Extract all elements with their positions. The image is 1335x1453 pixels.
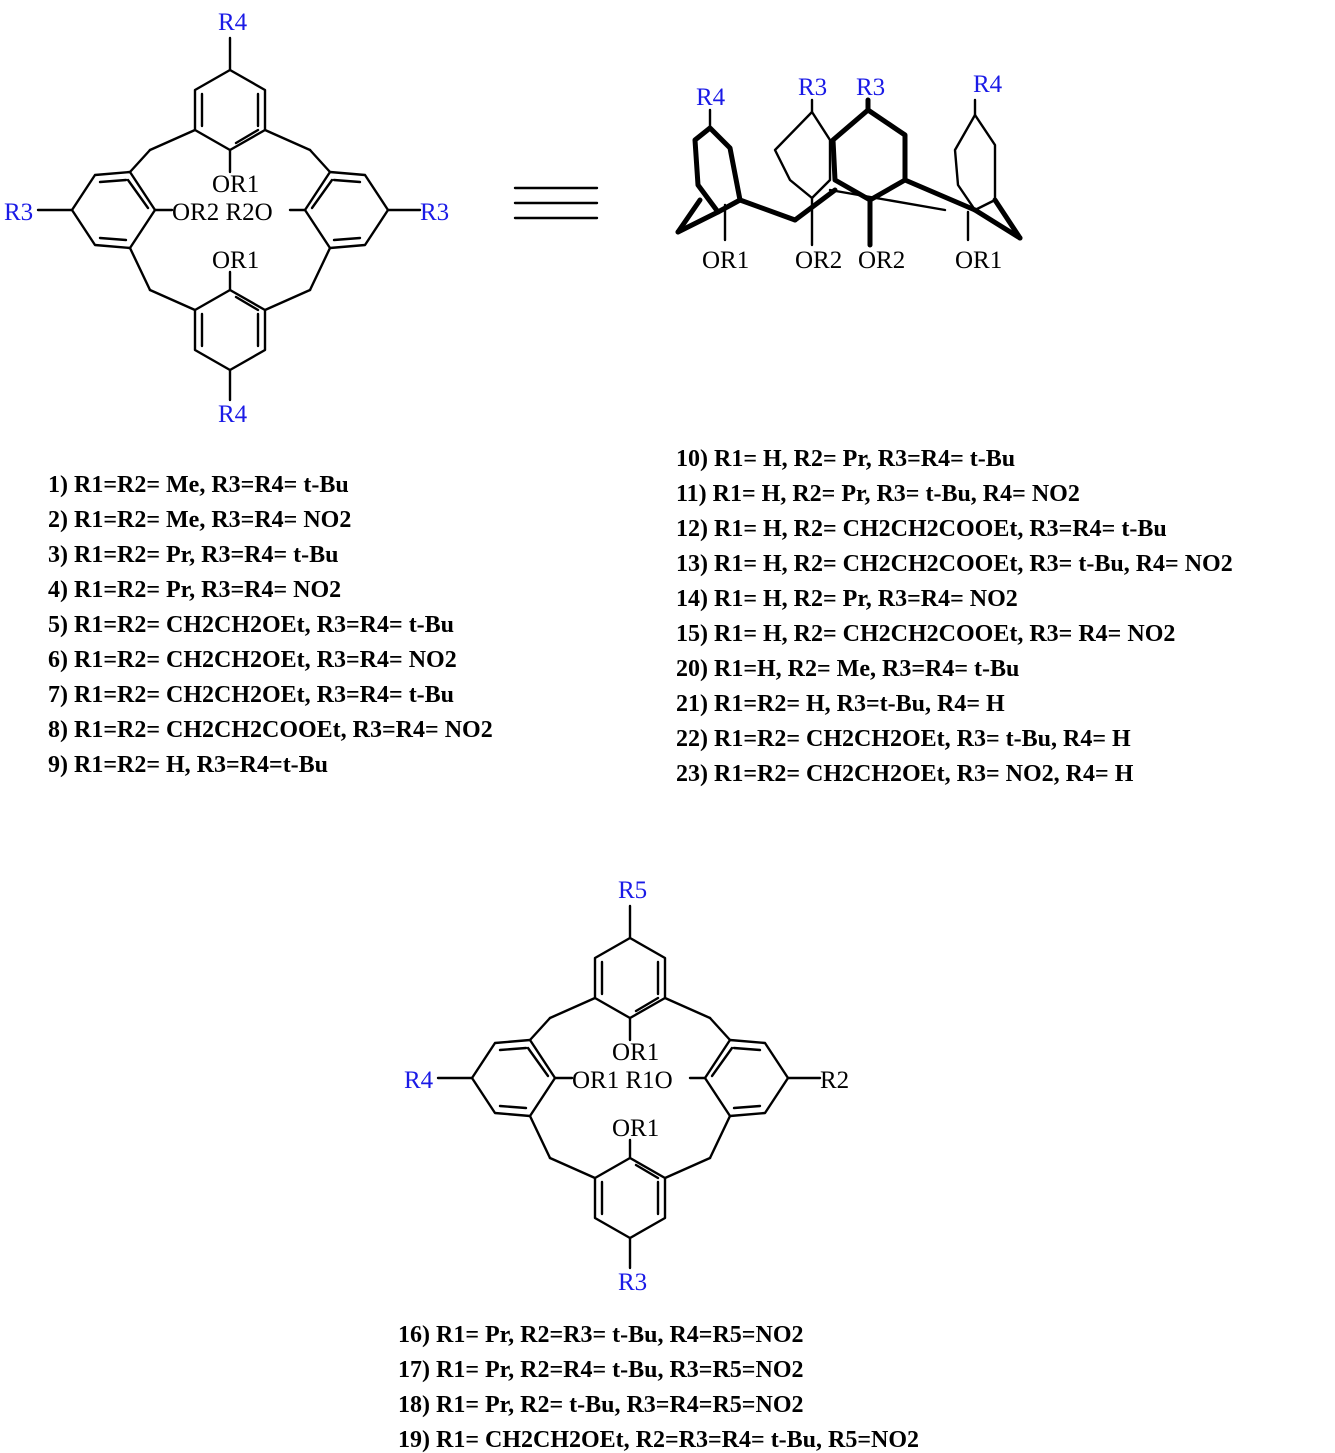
structure-b-oxy-4: OR1 — [955, 247, 1002, 274]
structure-c-left-sub: R4 — [404, 1067, 434, 1094]
structure-b-oxy-2: OR2 — [795, 247, 842, 274]
compound-entry-9: 9) R1=R2= H, R3=R4=t-Bu — [48, 752, 328, 778]
compound-list-left: 1) R1=R2= Me, R3=R4= t-Bu 2) R1=R2= Me, … — [48, 472, 493, 778]
compound-entry-1: 1) R1=R2= Me, R3=R4= t-Bu — [48, 472, 349, 498]
compound-entry-2: 2) R1=R2= Me, R3=R4= NO2 — [48, 507, 351, 533]
structure-a-top-sub: R4 — [218, 9, 248, 36]
compound-entry-6: 6) R1=R2= CH2CH2OEt, R3=R4= NO2 — [48, 647, 457, 673]
compound-entry-3: 3) R1=R2= Pr, R3=R4= t-Bu — [48, 542, 338, 568]
structure-b-sub-1: R4 — [696, 84, 726, 111]
structure-c-or-center: OR1 R1O — [572, 1067, 673, 1094]
compound-entry-8: 8) R1=R2= CH2CH2COOEt, R3=R4= NO2 — [48, 717, 493, 743]
structure-c-bottom-sub: R3 — [618, 1269, 647, 1296]
structure-a-or-center: OR2 R2O — [172, 199, 273, 226]
compound-list-right: 10) R1= H, R2= Pr, R3=R4= t-Bu 11) R1= H… — [676, 446, 1233, 787]
compound-entry-11: 11) R1= H, R2= Pr, R3= t-Bu, R4= NO2 — [676, 481, 1080, 507]
structure-b: R4 R3 R3 R4 OR1 OR2 OR2 OR1 — [675, 71, 1023, 274]
compound-entry-15: 15) R1= H, R2= CH2CH2COOEt, R3= R4= NO2 — [676, 621, 1175, 647]
structure-a-bottom-sub: R4 — [218, 401, 248, 428]
structure-c: R5 R4 R2 R3 OR1 OR1 R1O OR1 — [404, 877, 849, 1296]
structure-b-oxy-1: OR1 — [702, 247, 749, 274]
compound-entry-5: 5) R1=R2= CH2CH2OEt, R3=R4= t-Bu — [48, 612, 454, 638]
compound-entry-7: 7) R1=R2= CH2CH2OEt, R3=R4= t-Bu — [48, 682, 454, 708]
structure-b-sub-2: R3 — [798, 74, 827, 101]
structure-a-or-top: OR1 — [212, 171, 259, 198]
equivalence-sign — [513, 186, 599, 220]
compound-entry-23: 23) R1=R2= CH2CH2OEt, R3= NO2, R4= H — [676, 761, 1134, 787]
compound-entry-21: 21) R1=R2= H, R3=t-Bu, R4= H — [676, 691, 1005, 717]
compound-entry-22: 22) R1=R2= CH2CH2OEt, R3= t-Bu, R4= H — [676, 726, 1131, 752]
compound-entry-12: 12) R1= H, R2= CH2CH2COOEt, R3=R4= t-Bu — [676, 516, 1167, 542]
compound-entry-14: 14) R1= H, R2= Pr, R3=R4= NO2 — [676, 586, 1018, 612]
structure-c-or-bottom: OR1 — [612, 1115, 659, 1142]
structure-b-sub-4: R4 — [973, 71, 1003, 98]
compound-entry-17: 17) R1= Pr, R2=R4= t-Bu, R3=R5=NO2 — [398, 1357, 803, 1383]
structure-c-right-sub: R2 — [820, 1067, 849, 1094]
structure-c-or-top: OR1 — [612, 1039, 659, 1066]
structure-c-top-sub: R5 — [618, 877, 647, 904]
compound-entry-18: 18) R1= Pr, R2= t-Bu, R3=R4=R5=NO2 — [398, 1392, 803, 1418]
compound-entry-10: 10) R1= H, R2= Pr, R3=R4= t-Bu — [676, 446, 1015, 472]
compound-entry-13: 13) R1= H, R2= CH2CH2COOEt, R3= t-Bu, R4… — [676, 551, 1233, 577]
structure-a-left-sub: R3 — [4, 199, 33, 226]
structure-a-or-bottom: OR1 — [212, 247, 259, 274]
compound-entry-19: 19) R1= CH2CH2OEt, R2=R3=R4= t-Bu, R5=NO… — [398, 1427, 919, 1453]
compound-entry-4: 4) R1=R2= Pr, R3=R4= NO2 — [48, 577, 341, 603]
compound-list-bottom: 16) R1= Pr, R2=R3= t-Bu, R4=R5=NO2 17) R… — [398, 1322, 919, 1453]
structure-b-oxy-3: OR2 — [858, 247, 905, 274]
structure-a: R4 R3 R3 R4 OR1 OR2 R2O OR1 — [4, 9, 449, 428]
compound-entry-16: 16) R1= Pr, R2=R3= t-Bu, R4=R5=NO2 — [398, 1322, 803, 1348]
compound-entry-20: 20) R1=H, R2= Me, R3=R4= t-Bu — [676, 656, 1019, 682]
structure-a-right-sub: R3 — [420, 199, 449, 226]
structure-b-sub-3: R3 — [856, 74, 885, 101]
